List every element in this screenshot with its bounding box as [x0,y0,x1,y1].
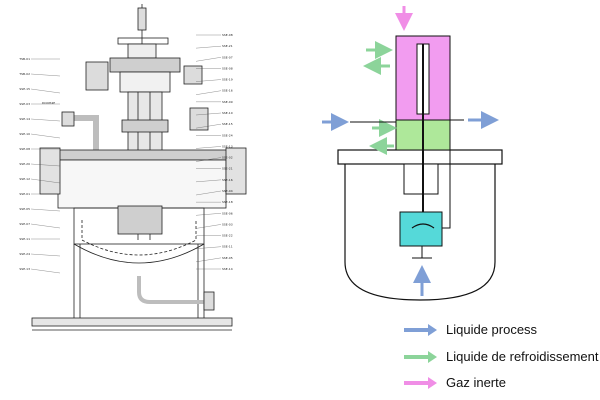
cooling-arrow-icon [404,350,437,363]
label-leader [195,79,222,82]
label-leader [195,213,222,216]
label-leader [195,123,222,129]
part-label: SSE-03 [222,222,233,226]
part-label: SSE-07 [19,222,30,226]
legend-item-cooling: Liquide de refroidissement [404,349,598,364]
label-leader [30,253,61,257]
part-label: SSE-14 [222,267,233,271]
part-label: SSE-11 [222,245,233,249]
part-label: SSE-13 [19,267,30,271]
part-label: SSE-10 [222,111,233,115]
label-leader [30,88,61,94]
part-label: SSE-16 [222,178,233,182]
part-label: SSE-13 [222,144,233,148]
part-label: SSE-07 [222,55,233,59]
part-label: SSE-03 [19,102,30,106]
part-label: SSE-08 [19,147,30,151]
part-label: SSE-06 [222,211,233,215]
label-leader [30,133,61,139]
part-label: SSE-15 [19,87,30,91]
drawing-labels-right: SSE-08SSE-21SSE-07SSE-08SSE-19SSE-16SSE-… [195,33,233,271]
part-label: SSE-02 [222,156,233,160]
shaft-housing [403,163,439,195]
label-leader [30,163,61,167]
part-label: SSE-10 [19,132,30,136]
label-leader [195,146,222,149]
vessel-lid [337,149,503,165]
label-leader [195,90,222,95]
part-label: SSE-19 [222,78,233,82]
label-leader [195,157,222,162]
drawing-labels-left: TSB-01TSB-02SSE-15SSE-03SSE-14SSE-10SSE-… [18,57,61,274]
reactor-schematic [322,6,503,301]
part-label: SSE-05 [19,207,30,211]
legend-item-process: Liquide process [404,322,537,337]
label-leader [30,118,61,122]
label-leader [195,246,222,249]
legend-label-process: Liquide process [446,322,538,337]
label-leader [195,112,222,116]
label-leader [30,268,61,274]
part-label: SSE-15 [222,122,233,126]
reactor-cross-section-drawing: DOOH4E TSB-01TSB-02SSE-15SSE-03SSE-14SSE… [18,4,247,331]
label-leader [30,178,61,184]
legend-item-gas: Gaz inerte [404,375,506,390]
part-label: SSE-14 [19,117,30,121]
process-arrow-icon [404,323,437,336]
part-label: SSE-11 [19,237,30,241]
part-label: SSE-05 [222,256,233,260]
part-label: SSE-01 [19,192,30,196]
gas-arrow-icon [404,376,437,389]
legend-label-gas: Gaz inerte [446,375,506,390]
label-leader [195,224,222,229]
label-leader [195,45,222,49]
part-label: SSE-16 [222,89,233,93]
drawing-callout-text: DOOH4E [42,101,55,105]
part-label: SSE-18 [222,200,233,204]
part-label: SSE-12 [19,177,30,181]
part-label: SSE-09 [222,100,233,104]
part-label: SSE-22 [222,234,233,238]
label-leader [30,208,61,212]
label-leader [195,57,222,62]
part-label: SSE-04 [222,189,233,193]
label-leader [195,190,222,196]
part-label: TSB-02 [18,72,30,76]
part-label: SSE-20 [19,162,30,166]
part-label: SSE-21 [222,167,233,171]
part-label: SSE-24 [19,252,30,256]
part-label: SSE-08 [222,66,233,70]
impeller [411,223,435,229]
part-label: SSE-21 [222,44,233,48]
part-label: SSE-08 [222,33,233,37]
part-label: SSE-24 [222,133,233,137]
part-label: TSB-01 [18,57,30,61]
label-leader [195,257,222,263]
legend-label-cooling: Liquide de refroidissement [446,349,599,364]
label-leader [30,73,61,77]
liquid-chamber [399,211,443,247]
dip-pipe [442,150,451,229]
label-leader [30,223,61,229]
label-leader [195,179,222,183]
